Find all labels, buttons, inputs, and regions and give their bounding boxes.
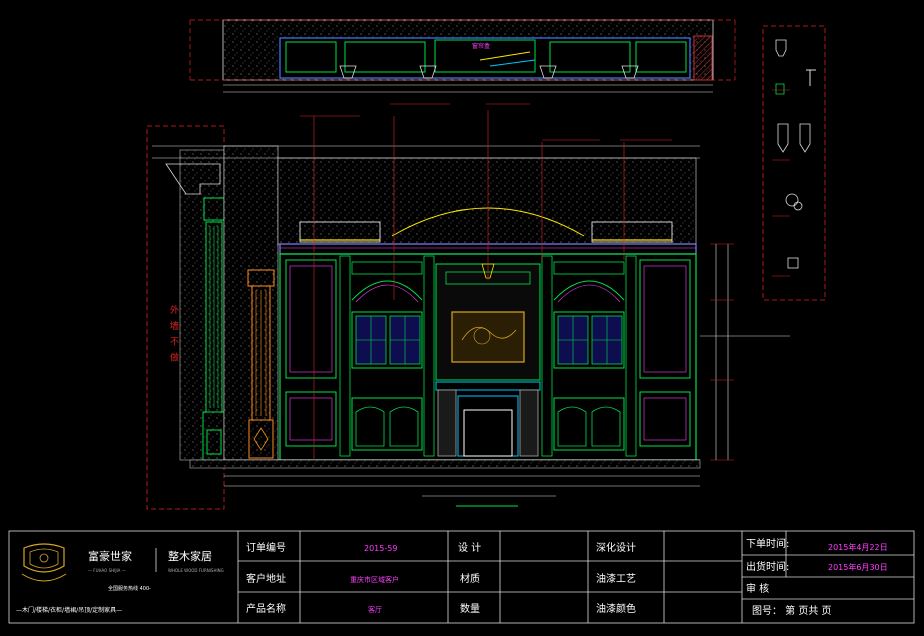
brand-phone: 全国服务热线 400-	[108, 585, 151, 592]
client-addr-value: 重庆市区域客户	[350, 575, 399, 584]
title-block	[8, 530, 915, 624]
order-no-label: 订单编号	[246, 541, 286, 554]
client-addr-label: 客户地址	[246, 572, 286, 585]
paint-color-label: 油漆颜色	[596, 602, 636, 615]
order-time-value: 2015年4月22日	[828, 542, 888, 552]
order-time-label: 下单时间:	[746, 537, 789, 550]
sheet-number-label: 图号： 第 页共 页	[752, 604, 832, 617]
brand-sub-left: — FUHAO SHIJIA —	[88, 568, 126, 573]
order-no-value: 2015-59	[364, 544, 397, 553]
brand-logo	[21, 543, 157, 582]
material-label: 材质	[460, 572, 480, 585]
main-elevation	[152, 103, 790, 507]
design-label: 设 计	[458, 541, 481, 554]
detail-panel	[762, 25, 826, 301]
product-value: 客厅	[368, 605, 382, 614]
qty-label: 数量	[460, 602, 480, 615]
brand-name-right: 整木家居	[168, 549, 212, 563]
section-label: 窗帘盒	[472, 42, 490, 50]
brand-sub-right: WHOLE WOOD FURNISHING	[168, 568, 224, 573]
side-note: 外 墙 不 做	[168, 304, 179, 364]
brand-footer: —木门/楼梯/衣柜/墙裙/吊顶/定制家具—	[16, 606, 122, 614]
product-label: 产品名称	[246, 602, 286, 615]
plan-view: 窗帘盒	[189, 19, 736, 93]
brand-name-left: 富豪世家	[88, 549, 132, 563]
ship-time-value: 2015年6月30日	[828, 562, 888, 572]
review-label: 审 核	[746, 582, 769, 595]
ship-time-label: 出货时间:	[746, 560, 789, 573]
paint-process-label: 油漆工艺	[596, 572, 636, 585]
deepen-design-label: 深化设计	[596, 541, 636, 554]
side-elevation: 外 墙 不 做	[146, 125, 226, 510]
